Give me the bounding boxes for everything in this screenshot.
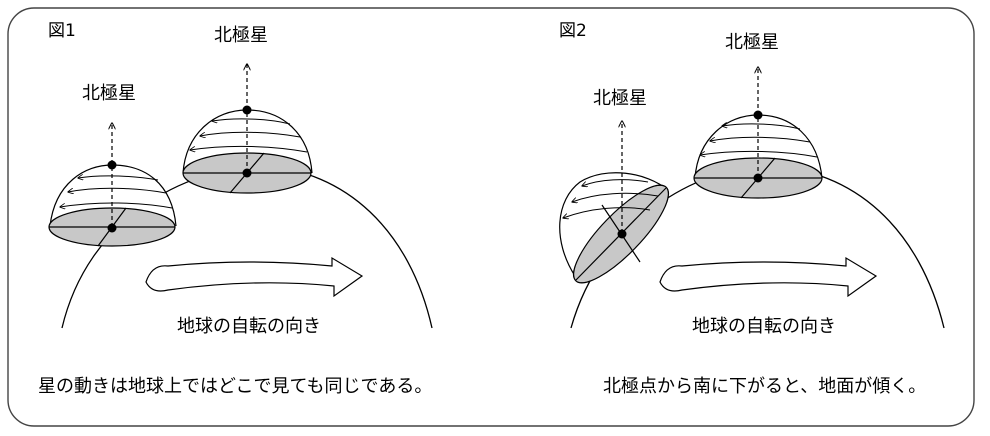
- celestial-dome-pole: [693, 67, 823, 199]
- rotation-direction-label: 地球の自転の向き: [692, 316, 836, 337]
- earth-rotation-arrow: [659, 256, 878, 298]
- zenith-point-pole: [753, 110, 763, 120]
- polaris-label-left: 北極星: [82, 83, 136, 104]
- zenith-point-right: [242, 105, 252, 115]
- polaris-label-right: 北極星: [214, 25, 268, 46]
- observer-point-left: [107, 223, 117, 233]
- zenith-point-left: [107, 160, 117, 170]
- figure-1-caption: 星の動きは地球上ではどこで見ても同じである。: [38, 376, 432, 397]
- figure-2-label: 図2: [559, 21, 587, 41]
- rotation-direction-label: 地球の自転の向き: [177, 316, 321, 337]
- polaris-label-right: 北極星: [725, 32, 779, 53]
- observer-point-pole: [753, 173, 763, 183]
- figure-2: 図2 地球の自転の向き 北極星: [559, 21, 945, 397]
- earth-rotation-arrow: [145, 256, 364, 298]
- observer-point-right: [242, 168, 252, 178]
- outer-frame: [7, 7, 975, 427]
- figure-1: 図1 地球の自転の向き 北極星: [38, 21, 433, 397]
- celestial-dome-tilted: [559, 121, 669, 284]
- polaris-label-left: 北極星: [593, 88, 647, 109]
- observer-point-tilted: [617, 229, 627, 239]
- celestial-dome-right: [182, 64, 313, 194]
- figure-1-label: 図1: [48, 21, 76, 41]
- celestial-dome-left: [48, 123, 177, 247]
- figure-2-caption: 北極点から南に下がると、地面が傾く。: [603, 376, 926, 397]
